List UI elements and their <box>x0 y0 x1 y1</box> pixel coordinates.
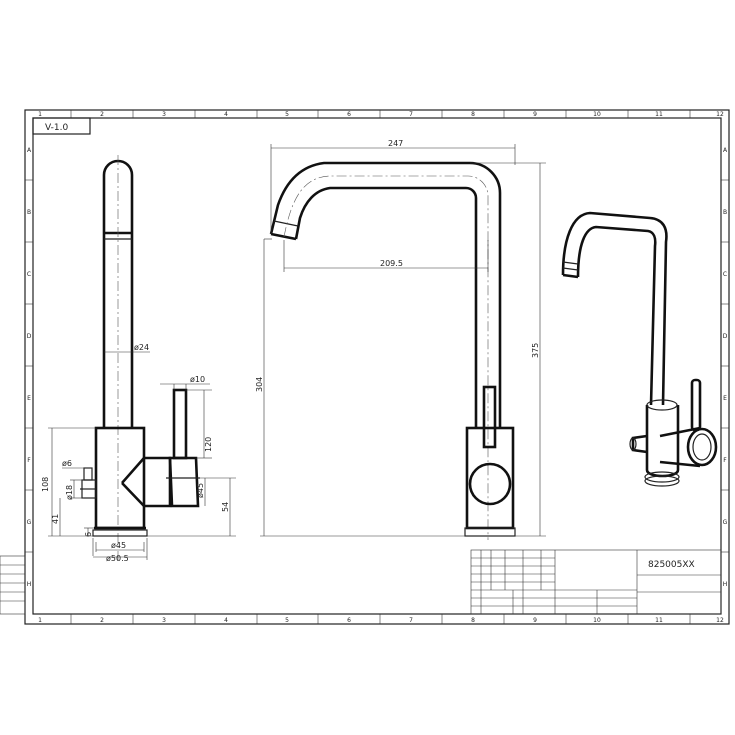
dim-total-reach: 247 <box>388 139 403 148</box>
col-label-top: 9 <box>533 111 537 118</box>
col-label-bottom: 7 <box>409 617 413 624</box>
dim-base-height: 6 <box>84 532 93 537</box>
outer-border <box>24 109 730 625</box>
row-label-right: A <box>723 147 728 154</box>
front-view-dimensions <box>260 144 546 537</box>
col-label-top: 5 <box>285 111 289 118</box>
dim-height-41: 41 <box>51 514 60 524</box>
col-label-top: 8 <box>471 111 475 118</box>
column-grid-ticks <box>70 110 691 624</box>
version-label: V-1.0 <box>45 123 68 133</box>
row-label-left: E <box>27 395 31 402</box>
col-label-bottom: 2 <box>100 617 104 624</box>
side-view-drawing <box>80 155 200 560</box>
dim-spout-reach: 209.5 <box>380 259 403 268</box>
title-block <box>470 549 722 615</box>
col-label-top: 10 <box>593 111 601 118</box>
col-label-top: 4 <box>224 111 228 118</box>
row-label-right: C <box>723 271 727 278</box>
col-label-bottom: 12 <box>716 617 724 624</box>
dim-base-diameter: ø45 <box>111 541 126 550</box>
row-label-left: G <box>27 519 32 526</box>
col-label-top: 3 <box>162 111 166 118</box>
dim-valve-diameter: ø18 <box>65 485 74 500</box>
side-view-dimensions <box>48 351 236 560</box>
row-label-left: F <box>27 457 31 464</box>
col-label-bottom: 8 <box>471 617 475 624</box>
col-label-top: 12 <box>716 111 724 118</box>
col-label-bottom: 11 <box>655 617 663 624</box>
version-box <box>32 117 91 135</box>
part-number: 825005XX <box>648 560 695 570</box>
col-label-bottom: 1 <box>38 617 42 624</box>
row-label-right: H <box>723 581 728 588</box>
col-label-top: 6 <box>347 111 351 118</box>
revision-stack <box>0 555 26 615</box>
col-label-bottom: 9 <box>533 617 537 624</box>
dim-body-height: 108 <box>41 477 50 492</box>
col-label-top: 7 <box>409 111 413 118</box>
row-grid-ticks <box>25 179 729 553</box>
row-label-right: G <box>723 519 728 526</box>
dim-handle-height: 120 <box>204 437 213 452</box>
row-label-left: H <box>27 581 32 588</box>
dim-lever-offset: 54 <box>221 502 230 512</box>
row-label-left: C <box>27 271 31 278</box>
row-label-left: A <box>27 147 32 154</box>
dim-flange-diameter: ø50.5 <box>106 554 129 563</box>
row-label-right: D <box>723 333 728 340</box>
dim-spout-diameter: ø24 <box>134 343 149 352</box>
row-label-right: F <box>723 457 727 464</box>
col-label-bottom: 3 <box>162 617 166 624</box>
col-label-bottom: 4 <box>224 617 228 624</box>
col-label-top: 1 <box>38 111 42 118</box>
dim-total-height: 375 <box>531 343 540 358</box>
col-label-top: 2 <box>100 111 104 118</box>
row-label-left: D <box>27 333 32 340</box>
col-label-top: 11 <box>655 111 663 118</box>
row-label-right: E <box>723 395 727 402</box>
dim-lever-diameter: ø45 <box>196 483 205 498</box>
col-label-bottom: 5 <box>285 617 289 624</box>
col-label-bottom: 6 <box>347 617 351 624</box>
dim-aerator-small: ø6 <box>62 459 72 468</box>
row-label-left: B <box>27 209 31 216</box>
row-label-right: B <box>723 209 727 216</box>
isometric-faucet-view <box>561 211 718 487</box>
front-view-drawing <box>269 161 516 540</box>
inner-border <box>32 117 722 615</box>
dim-handle-diameter: ø10 <box>190 375 205 384</box>
dim-outlet-height: 304 <box>255 377 264 392</box>
col-label-bottom: 10 <box>593 617 601 624</box>
